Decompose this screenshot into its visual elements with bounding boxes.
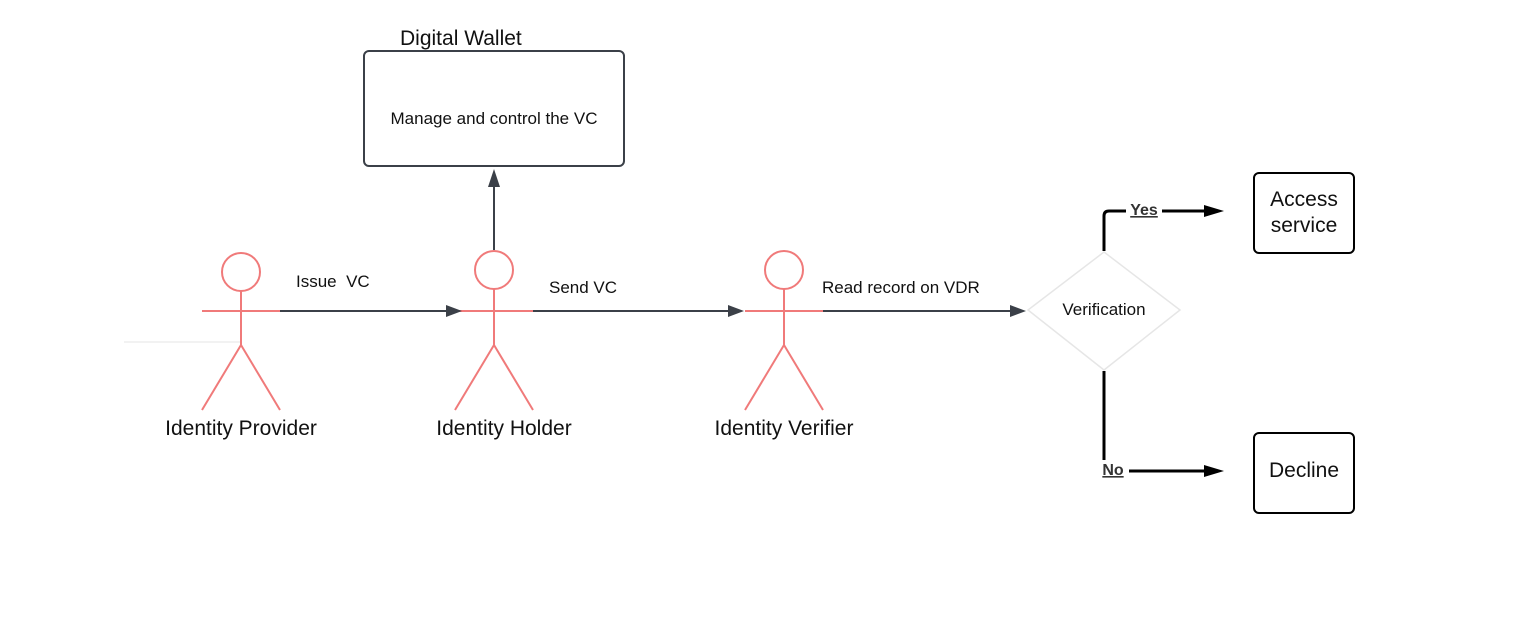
yes-branch-arrowhead xyxy=(1204,205,1224,217)
no-label: No xyxy=(1102,462,1124,479)
issue-vc-arrowhead xyxy=(446,305,462,317)
identity-holder-actor[interactable] xyxy=(454,250,534,411)
holder-to-wallet-arrowhead xyxy=(488,169,500,187)
access-service-label-line2: service xyxy=(1271,214,1338,237)
wallet-title: Digital Wallet xyxy=(400,27,522,50)
yes-label: Yes xyxy=(1130,202,1158,219)
send-vc-label: Send VC xyxy=(549,278,617,297)
no-branch-line xyxy=(1102,371,1210,473)
yes-label-bg xyxy=(1126,200,1162,220)
yes-branch-line xyxy=(1102,209,1210,251)
wallet-text: Manage and control the VC xyxy=(391,109,598,128)
wallet-box[interactable] xyxy=(363,50,625,167)
access-service-label-line1: Access xyxy=(1270,188,1338,211)
send-vc-arrowhead xyxy=(728,305,744,317)
identity-verifier-actor[interactable] xyxy=(744,250,824,411)
read-vdr-label: Read record on VDR xyxy=(822,278,980,297)
read-vdr-arrowhead xyxy=(1010,305,1026,317)
no-label-bg xyxy=(1099,460,1129,480)
identity-provider-label: Identity Provider xyxy=(165,417,317,440)
decline-label: Decline xyxy=(1269,459,1339,482)
no-branch-arrowhead xyxy=(1204,465,1224,477)
issue-vc-label: Issue VC xyxy=(296,272,370,291)
verification-label: Verification xyxy=(1062,300,1145,319)
identity-verifier-label: Identity Verifier xyxy=(715,417,854,440)
verification-decision[interactable] xyxy=(1026,251,1182,371)
identity-provider-actor[interactable] xyxy=(201,252,281,411)
identity-holder-label: Identity Holder xyxy=(436,417,571,440)
access-service-box[interactable] xyxy=(1253,172,1355,254)
decline-box[interactable] xyxy=(1253,432,1355,514)
